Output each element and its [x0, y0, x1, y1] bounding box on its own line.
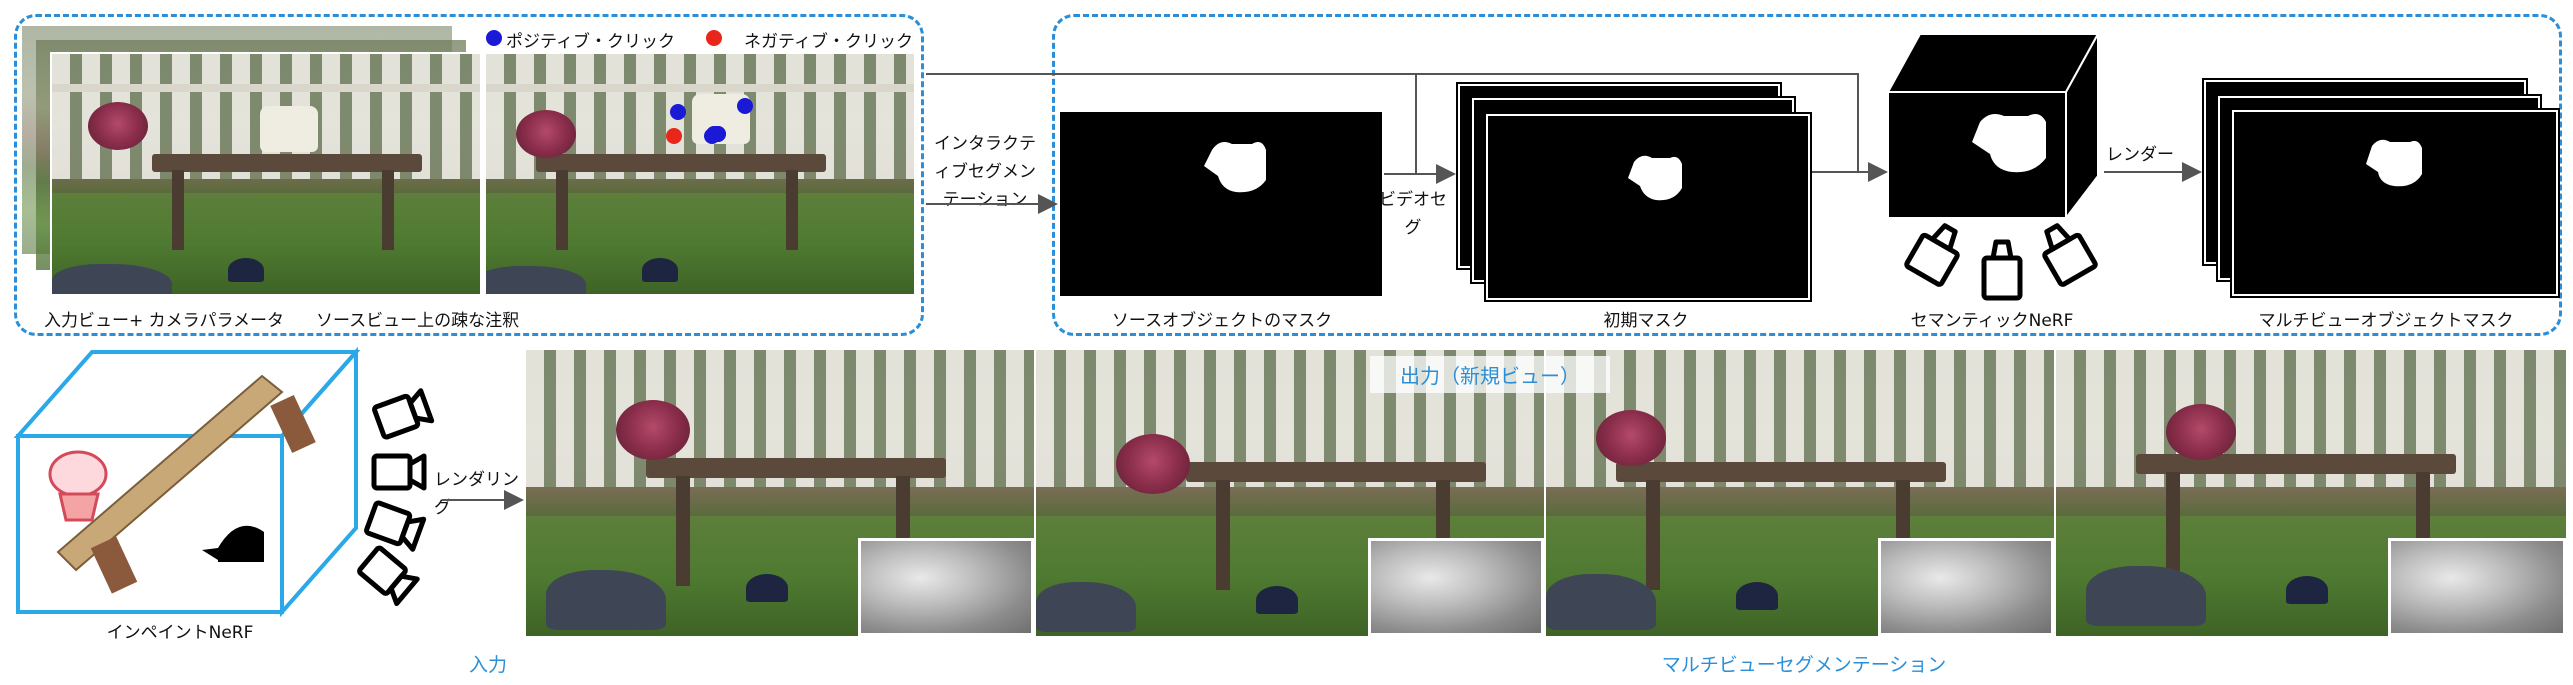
novel-view-3	[1546, 350, 2054, 636]
positive-legend-label: ポジティブ・クリック	[506, 32, 675, 52]
video-seg-label: ビデオセグ	[1379, 190, 1447, 238]
multiview-seg-caption: マルチビューセグメンテーション	[1661, 654, 1947, 676]
positive-legend-dot	[486, 30, 502, 46]
input-view-label: 入力ビュー+ カメラパラメータ	[44, 311, 284, 331]
multiview-mask-front	[2230, 108, 2560, 298]
input-caption: 入力	[468, 654, 508, 676]
novel-view-1	[526, 350, 1034, 636]
plant-icon	[48, 450, 108, 522]
positive-click-dot	[709, 126, 725, 142]
camera-icon	[1904, 223, 1960, 287]
novel-view-4	[2056, 350, 2566, 636]
cap-icon	[202, 525, 264, 562]
camera-icon	[364, 500, 427, 552]
novel-view-2	[1036, 350, 1544, 636]
camera-icon	[371, 453, 427, 491]
semantic-nerf-label: セマンティックNeRF	[1910, 311, 2074, 331]
annotated-source-view	[484, 52, 916, 296]
camera-icon	[1981, 239, 2023, 301]
multiview-mask-label: マルチビューオブジェクトマスク	[2258, 311, 2514, 331]
render-label: レンダー	[2106, 145, 2174, 165]
initial-mask-front	[1484, 112, 1812, 302]
pipeline-group	[1052, 14, 2562, 336]
camera-icon	[357, 545, 420, 607]
negative-legend-label: ネガティブ・クリック	[740, 27, 917, 52]
interactive-seg-label: インタラクティブセグメンテーション	[934, 134, 1036, 210]
input-view-image	[50, 52, 482, 296]
positive-click-dot	[737, 98, 753, 114]
camera-icon	[372, 388, 435, 440]
positive-click-dot	[670, 104, 686, 120]
annotation-label: ソースビュー上の疎な注釈	[316, 311, 520, 331]
negative-click-dot	[666, 128, 682, 144]
camera-icon	[2042, 223, 2098, 287]
initial-mask-label: 初期マスク	[1603, 311, 1689, 331]
output-label: 出力（新規ビュー）	[1370, 356, 1610, 393]
negative-legend-dot	[706, 30, 722, 46]
rendering-label: レンダリング	[434, 470, 519, 518]
source-mask-label: ソースオブジェクトのマスク	[1111, 311, 1333, 331]
inpaint-nerf-label: インペイントNeRF	[106, 623, 254, 643]
input-annotation-group	[14, 14, 924, 336]
